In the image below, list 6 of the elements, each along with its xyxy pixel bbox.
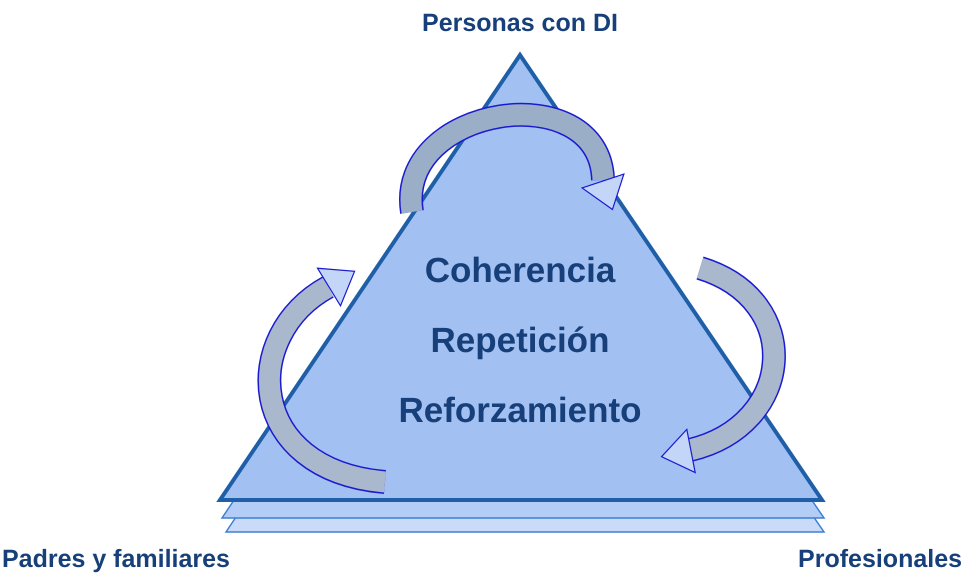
corner-label: Padres y familiares [2,542,332,576]
triangle-text: Coherencia [424,250,616,292]
triangle-text: Repetición [430,320,610,362]
corner-label: Personas con DI [380,6,660,40]
triangle-text: Reforzamiento [397,390,643,432]
corner-label: Profesionales [790,542,962,576]
